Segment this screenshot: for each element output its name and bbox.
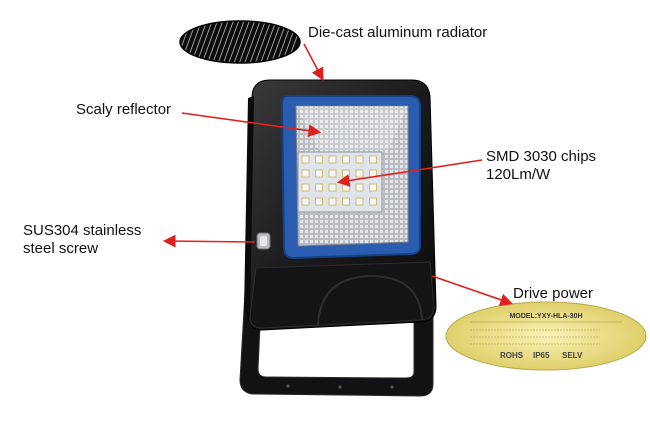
arrow-radiator <box>303 43 324 81</box>
callout-arrows <box>162 43 514 306</box>
led-chip <box>342 183 350 192</box>
driver-cert-selv: SELV <box>562 351 583 360</box>
led-chip <box>369 183 377 192</box>
led-chip <box>342 169 350 178</box>
stainless-screw <box>256 232 271 250</box>
led-chip <box>355 197 364 206</box>
led-chip <box>301 155 310 164</box>
driver-cert-rohs: ROHS <box>500 351 524 360</box>
arrow-chips <box>336 159 483 187</box>
led-chip <box>328 155 337 164</box>
driver-label-image: MODEL:YXY-HLA-30H ROHS IP65 SELV <box>445 301 647 371</box>
driver-cert-ip65: IP65 <box>533 351 550 360</box>
callout-reflector: Scaly reflector <box>76 101 172 118</box>
radiator-fins-image <box>179 20 301 64</box>
driver-model-text: MODEL:YXY-HLA-30H <box>509 313 582 320</box>
callout-screw: SUS304 stainless steel screw <box>23 222 141 258</box>
led-chip <box>315 155 323 164</box>
arrow-screw <box>162 234 256 248</box>
led-chip <box>315 183 323 192</box>
led-chip <box>301 169 310 178</box>
led-chip <box>369 155 377 164</box>
callout-chips-line2: 120Lm/W <box>486 166 551 183</box>
led-chip <box>342 197 350 206</box>
callout-drive: Drive power <box>513 285 594 302</box>
callout-chips: SMD 3030 chips 120Lm/W <box>486 148 596 184</box>
callout-chips-line1: SMD 3030 chips <box>486 148 597 165</box>
led-chip <box>328 197 337 206</box>
callout-screw-line2: steel screw <box>23 240 99 257</box>
led-chip <box>315 197 323 206</box>
led-chip <box>355 169 364 178</box>
led-chip <box>328 183 337 192</box>
led-chip <box>315 169 323 178</box>
led-chip <box>301 183 310 192</box>
callout-radiator: Die-cast aluminum radiator <box>308 24 488 41</box>
led-chip <box>342 155 350 164</box>
led-chip <box>328 169 337 178</box>
arrow-drive <box>431 275 514 306</box>
led-chip <box>369 197 377 206</box>
led-chip <box>355 183 364 192</box>
led-chip <box>355 155 364 164</box>
arrow-reflector <box>181 112 322 138</box>
led-chip <box>301 197 310 206</box>
callout-screw-line1: SUS304 stainless <box>23 222 142 239</box>
